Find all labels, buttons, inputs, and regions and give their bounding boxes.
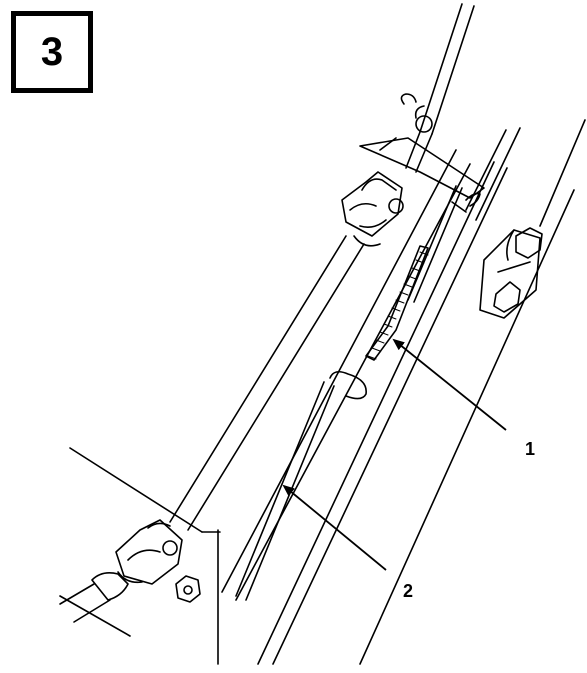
callout-1-label: 1 [525,439,535,459]
cotter-pin [400,93,433,133]
main-shaft [169,235,365,531]
callout-1: 1 [392,338,535,459]
upper-rod [405,3,475,173]
hex-nut [175,575,201,603]
lower-universal-joint [59,519,183,623]
upper-universal-joint [341,171,404,247]
threaded-adjuster-rod [365,185,467,361]
figure-number-badge: 3 [11,11,93,93]
bracket-plate [359,137,485,207]
callout-2-label: 2 [403,581,413,601]
frame-housing [59,447,221,665]
support-channel [221,119,586,665]
hooked-rod [235,370,367,601]
cable-clamp [479,227,543,319]
figure-number: 3 [40,30,64,74]
callout-2: 2 [282,484,413,601]
